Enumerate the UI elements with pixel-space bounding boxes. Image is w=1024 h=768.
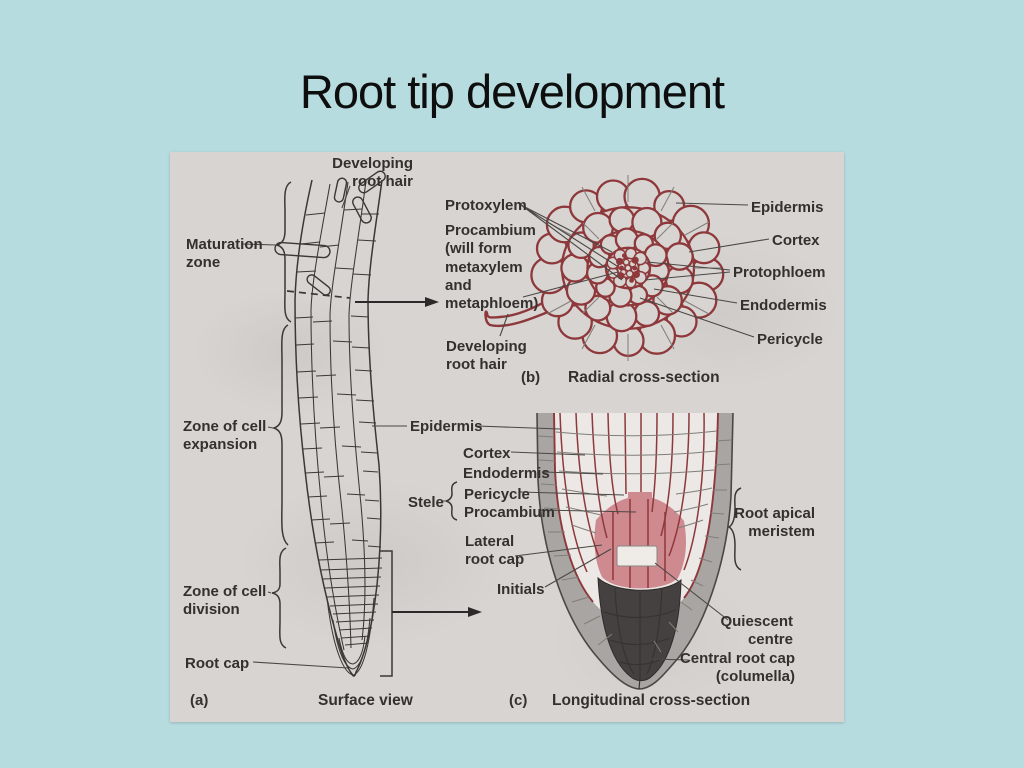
figure-panel: Developing root hair Maturation zone Zon…: [170, 152, 844, 722]
label-epidermis-shared: Epidermis: [410, 418, 483, 435]
label-endodermis-c: Endodermis: [463, 465, 550, 482]
label-zone-of-cell-expansion: Zone of cell expansion: [183, 418, 267, 454]
label-central-root-cap: Central root cap (columella): [679, 650, 795, 686]
label-cortex-c: Cortex: [463, 445, 511, 462]
label-pericycle-c: Pericycle: [464, 486, 530, 503]
caption-letter-a: (a): [190, 692, 209, 709]
label-maturation-zone: Maturation zone: [186, 236, 263, 272]
caption-radial-cross-section: Radial cross-section: [568, 369, 720, 386]
label-root-apical-meristem: Root apical meristem: [734, 505, 815, 541]
label-procambium-b: Procambium (will form metaxylem and meta…: [445, 222, 539, 313]
label-pericycle-b: Pericycle: [757, 331, 823, 348]
zone-braces: [271, 181, 292, 649]
label-lateral-root-cap: Lateral root cap: [465, 533, 525, 569]
label-protophloem: Protophloem: [733, 264, 826, 281]
label-endodermis-b: Endodermis: [740, 297, 827, 314]
caption-letter-b: (b): [521, 369, 541, 386]
label-developing-root-hair-a: Developing root hair: [332, 155, 413, 191]
label-protoxylem: Protoxylem: [445, 197, 527, 214]
label-stele: Stele: [408, 494, 444, 511]
slide-title: Root tip development: [299, 65, 725, 118]
label-root-cap: Root cap: [185, 655, 250, 672]
label-procambium-c: Procambium: [464, 504, 555, 521]
root-tip-bracket: [380, 550, 393, 677]
root-hair: [333, 177, 348, 203]
caption-letter-c: (c): [509, 692, 528, 709]
label-epidermis-b: Epidermis: [751, 199, 824, 216]
label-initials: Initials: [497, 581, 545, 598]
label-quiescent-centre: Quiescent centre: [720, 613, 793, 649]
label-zone-of-cell-division: Zone of cell division: [183, 583, 267, 619]
leader-lines: [241, 185, 770, 669]
caption-surface-view: Surface view: [318, 692, 413, 709]
label-developing-root-hair-b: Developing root hair: [446, 338, 527, 374]
radial-cell-rings: [530, 177, 725, 357]
label-cortex-b: Cortex: [772, 232, 820, 249]
surface-view-root: [274, 170, 386, 677]
diagram-artwork: [241, 170, 770, 690]
root-hair: [306, 274, 331, 296]
section-arrows: [355, 297, 482, 677]
caption-longitudinal-cross-section: Longitudinal cross-section: [552, 692, 751, 709]
section-plane-dashed-line: [286, 290, 351, 299]
longitudinal-cross-section: [536, 412, 734, 690]
radial-root-hair: [484, 292, 564, 328]
quiescent-centre-region: [616, 545, 658, 567]
